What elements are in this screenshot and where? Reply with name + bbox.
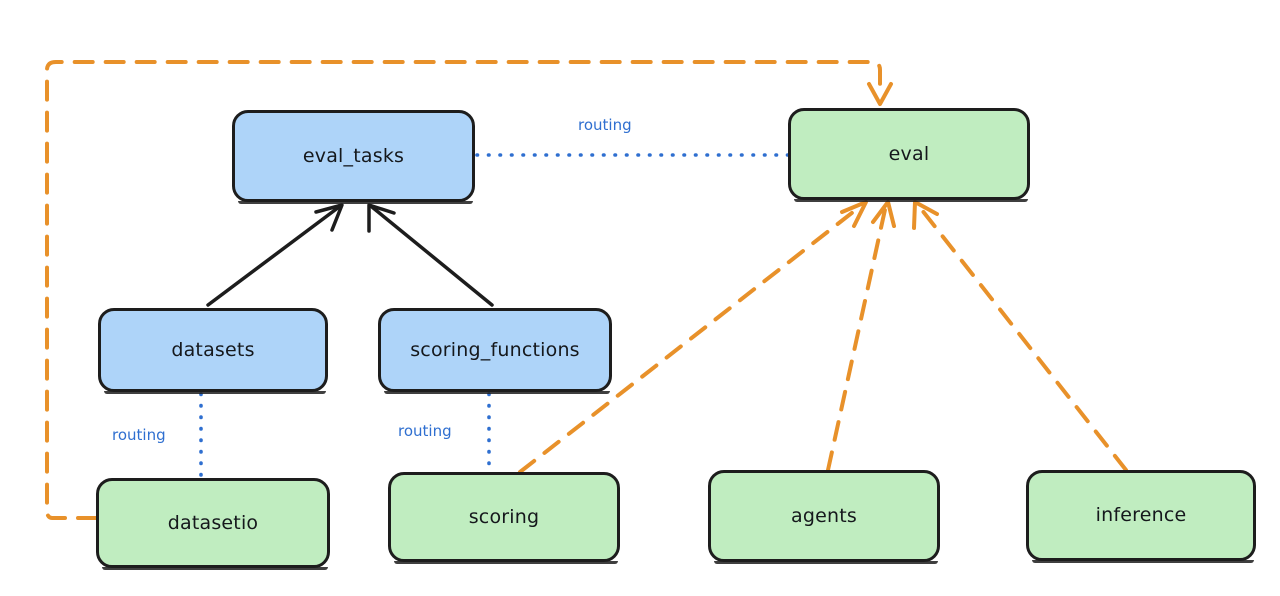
- node-label-scoring-functions: scoring_functions: [410, 338, 580, 361]
- edge-label-routing-scoring: routing: [398, 422, 452, 440]
- node-label-datasets: datasets: [171, 338, 255, 361]
- node-label-eval-tasks: eval_tasks: [302, 144, 405, 167]
- node-label-eval: eval: [888, 142, 930, 165]
- edge-datasetio-eval: [45, 60, 893, 520]
- node-scoring-functions[interactable]: scoring_functions: [378, 308, 612, 394]
- node-scoring[interactable]: scoring: [388, 472, 620, 564]
- node-datasetio[interactable]: datasetio: [96, 478, 330, 570]
- edge-label-routing-datasetio: routing: [112, 426, 166, 444]
- edge-scoring_functions-eval_tasks: [367, 203, 494, 307]
- node-eval[interactable]: eval: [788, 108, 1030, 202]
- edge-datasets-eval_tasks: [206, 203, 344, 307]
- node-label-inference: inference: [1095, 504, 1187, 526]
- node-label-scoring: scoring: [468, 505, 540, 528]
- node-eval-tasks[interactable]: eval_tasks: [232, 110, 475, 204]
- edge-label-routing-eval: routing: [578, 116, 632, 134]
- node-agents[interactable]: agents: [708, 470, 940, 564]
- edge-agents-eval: [826, 200, 896, 472]
- edge-scoring-eval: [518, 200, 868, 474]
- node-label-agents: agents: [791, 504, 857, 527]
- node-label-datasetio: datasetio: [167, 511, 259, 534]
- node-datasets[interactable]: datasets: [98, 308, 328, 394]
- edge-inference-eval: [912, 200, 1128, 472]
- node-inference[interactable]: inference: [1026, 470, 1256, 563]
